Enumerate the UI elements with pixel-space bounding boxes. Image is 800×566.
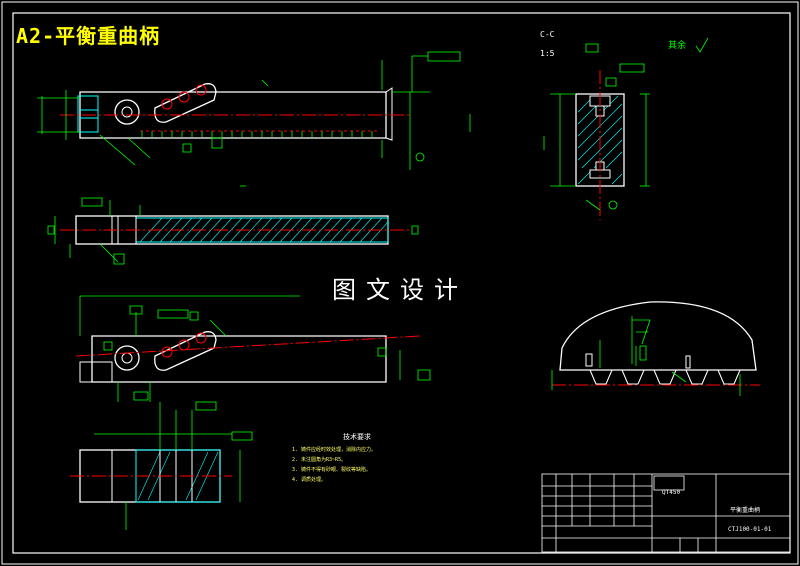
title-block-part-name: 平衡重曲柄 (730, 507, 761, 514)
watermark-text: 图文设计 (332, 276, 468, 304)
section-label: C-C (540, 30, 555, 39)
title-block-material: QT450 (662, 489, 681, 496)
drawing-title: A2-平衡重曲柄 (16, 24, 161, 48)
title-block (541, 473, 791, 553)
roughness-note: 其余 (668, 41, 687, 51)
lower-front-view (75, 295, 431, 402)
tech-req-line-3: 3. 铸件不得有砂眼、裂纹等缺陷。 (292, 467, 372, 473)
top-view (47, 197, 419, 265)
tech-req-line-4: 4. 调质处理。 (292, 477, 327, 483)
technical-requirements-title: 技术要求 (343, 433, 371, 441)
section-cc-view (543, 37, 709, 220)
counterweight-view (551, 301, 760, 396)
tech-req-line-2: 2. 未注圆角为R3~R5。 (292, 457, 347, 463)
scale-label: 1:5 (540, 49, 555, 58)
front-view (37, 51, 471, 187)
tech-req-line-1: 1. 铸件应经时效处理，消除内应力。 (292, 447, 377, 453)
inner-frame (12, 12, 791, 554)
title-block-drawing-code: CTJ100-01-01 (728, 526, 772, 533)
bottom-view (70, 401, 253, 530)
